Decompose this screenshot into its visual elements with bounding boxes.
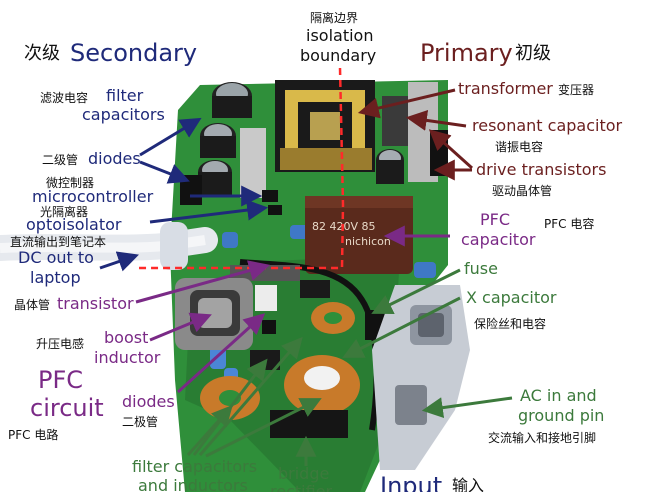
input-en: Input [380,472,443,492]
primary-zh: 初级 [515,43,551,64]
pfc-circuit-en-2: circuit [30,394,104,422]
arrow-ac-in [421,396,513,419]
optoisolator-en: optoisolator [26,215,122,234]
pfc-capacitor-zh: PFC 电容 [544,217,595,231]
isolation-zh: 隔离边界 [310,11,359,25]
isolation-en-1: isolation [306,26,374,45]
dc-out-zh: 直流输出到笔记本 [10,235,107,249]
boost-inductor-zh: 升压电感 [36,337,85,351]
pfc-capacitor-en-1: PFC [480,210,511,229]
arrow-filter-input-2 [192,358,268,456]
pfc-circuit-zh: PFC 电路 [8,428,59,442]
ac-in-en-1: AC in and [520,386,597,405]
secondary-zh: 次级 [24,43,60,64]
arrow-transformer [357,88,456,119]
ac-inlet-part [372,285,470,470]
filter-caps-sec-en-1: filter [106,86,144,105]
transformer-zh: 变压器 [558,83,595,97]
filter-caps-input-en-2: and inductors [138,476,248,492]
drive-transistors-zh: 驱动晶体管 [492,184,553,198]
diodes-sec-zh: 二级管 [42,153,79,167]
pfc-cap-brand: nichicon [345,235,391,248]
pfc-capacitor-en-2: capacitor [461,230,536,249]
ac-in-zh: 交流输入和接地引脚 [488,431,597,445]
transformer [275,80,375,172]
input-zh: 输入 [452,476,485,492]
pfc-circuit-en-1: PFC [38,366,84,394]
optoisolator-chip [268,205,282,215]
arrow-resonant-capacitor [405,109,467,131]
arrow-diodes-pfc [176,313,266,394]
drive-transistors-en: drive transistors [476,160,607,179]
arrow-filter-input-4 [205,398,322,458]
fuse-en: fuse [464,259,498,278]
secondary-en: Secondary [70,39,198,67]
filter-caps-sec-en-2: capacitors [82,105,165,124]
arrow-filter-input-3 [198,336,303,456]
arrow-drive-transistors-1 [428,129,474,170]
microcontroller-chip [262,190,278,202]
resonant-cap-en: resonant capacitor [472,116,623,135]
arrow-dc-out [99,251,139,272]
arrow-optoisolator [149,199,269,224]
dc-out-en-1: DC out to [18,248,94,267]
filter-caps-input-en-1: filter capacitors [132,457,258,476]
diodes-sec-en: diodes [88,149,141,168]
isolation-en-2: boundary [300,46,377,65]
isolation-boundary-line [135,67,345,270]
bridge-rectifier-part [270,410,348,438]
arrow-diodes-secondary [139,160,190,184]
transformer-en: transformer [458,79,553,98]
arrow-x-capacitor [342,296,461,358]
arrow-fuse [371,268,461,314]
x-capacitor-en: X capacitor [466,288,557,307]
arrow-filter-capacitors [139,117,202,157]
transistor-en: transistor [57,294,134,313]
optoisolator-zh: 光隔离器 [40,205,89,219]
bridge-en-1: bridge [278,464,330,483]
secondary-filter-capacitors [198,82,252,196]
ac-in-en-2: ground pin [518,406,605,425]
arrow-boost-inductor [149,312,212,342]
bridge-en-2: rectifier [270,482,333,492]
diodes-pfc-en: diodes [122,392,175,411]
microcontroller-en: microcontroller [32,187,154,206]
resonant-cap-zh: 谐振电容 [495,140,544,154]
primary-en: Primary [420,39,513,67]
dc-out-en-2: laptop [30,268,81,287]
pfc-capacitor-body: 82 420V 85 nichicon [305,196,413,274]
diodes-pfc-zh: 二极管 [122,415,159,429]
transistor-zh: 晶体管 [14,298,51,312]
microcontroller-zh: 微控制器 [46,176,95,190]
boost-inductor-en-1: boost [104,328,149,347]
x-capacitor-zh: 保险丝和电容 [474,317,547,331]
secondary-heatsink [240,128,266,198]
arrow-transistor [135,260,271,304]
filter-caps-sec-zh: 滤波电容 [40,91,89,105]
boost-inductor-en-2: inductor [94,348,161,367]
